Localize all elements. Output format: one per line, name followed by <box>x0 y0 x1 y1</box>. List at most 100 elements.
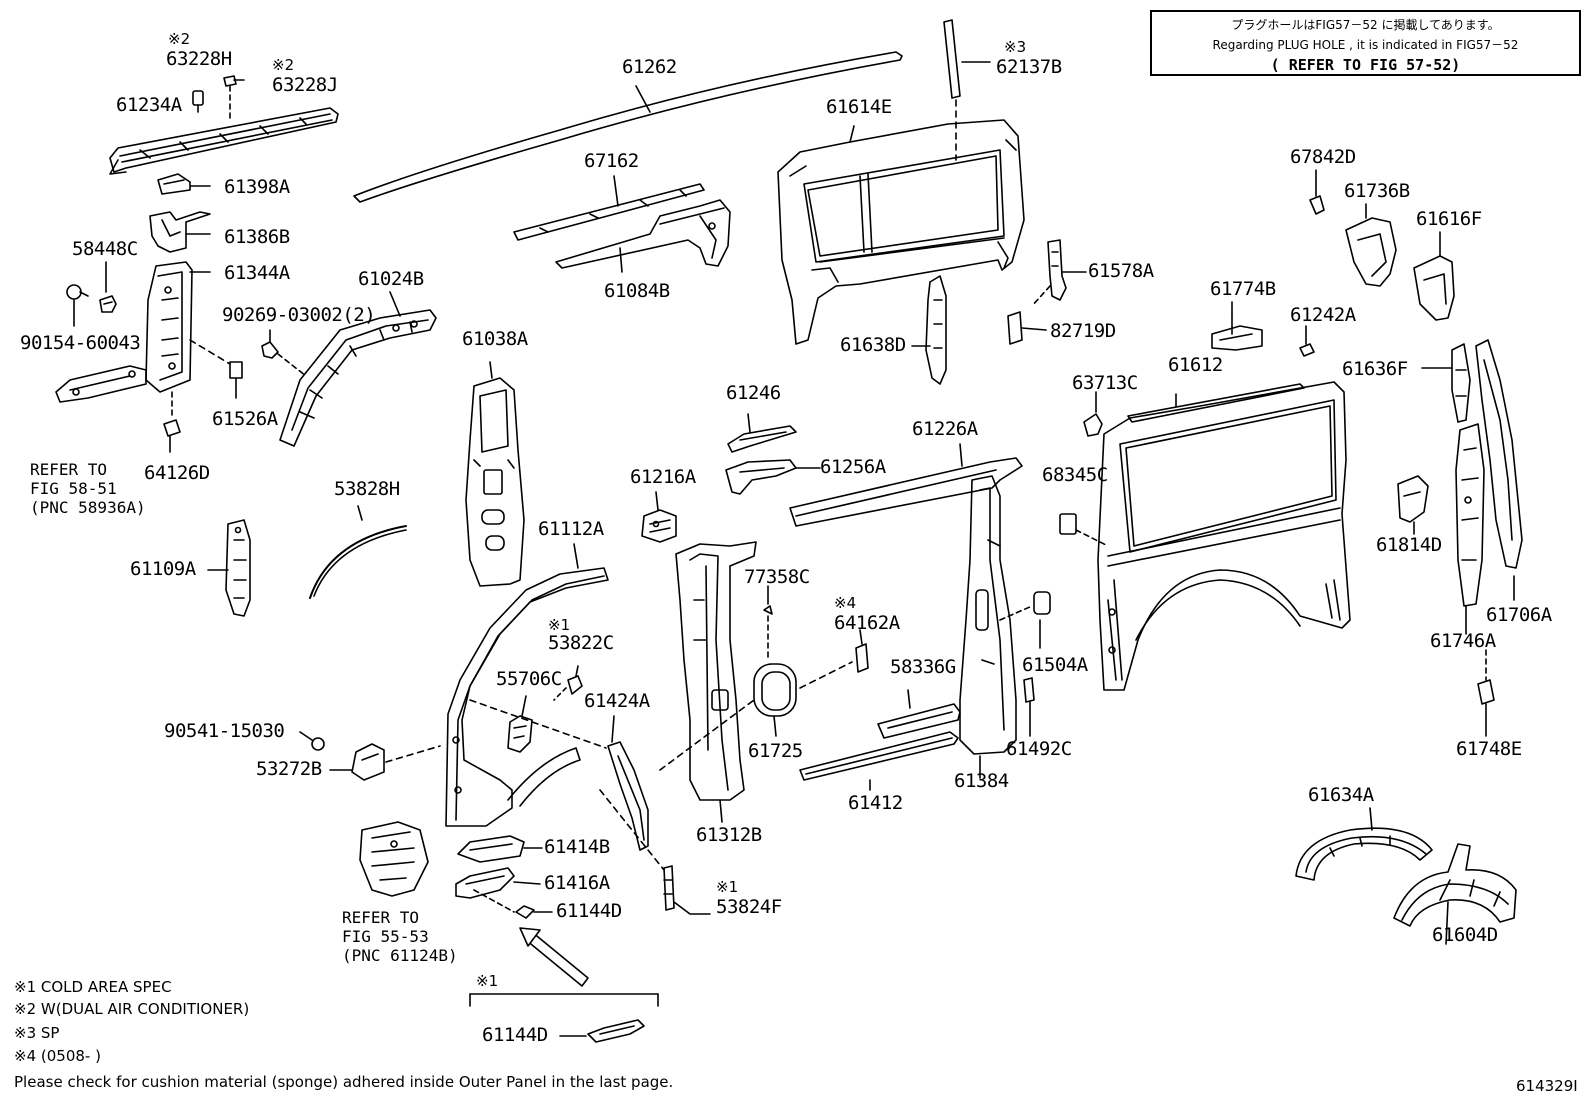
note-mark-3: ※3 <box>1004 38 1027 56</box>
part-63713C-drawing <box>1083 391 1103 437</box>
label-90541-15030: 90541-15030 <box>164 720 285 742</box>
part-53824F-drawing <box>599 789 711 915</box>
label-55706C: 55706C <box>496 668 562 690</box>
label-61638D: 61638D <box>840 334 906 356</box>
part-61636F-drawing <box>1421 343 1471 423</box>
part-64162A-drawing <box>855 629 869 673</box>
part-61526A-drawing <box>229 361 243 399</box>
label-61386B: 61386B <box>224 226 290 248</box>
refbox-line-1: プラグホールはFIG57－52 に掲載してあります。 <box>1231 18 1500 32</box>
note-mark-2: ※2 <box>168 30 191 48</box>
label-77358C: 77358C <box>744 566 810 588</box>
label-61412: 61412 <box>848 792 903 814</box>
label-62137B: 62137B <box>996 56 1062 78</box>
label-61246: 61246 <box>726 382 781 404</box>
part-68345C-drawing <box>1059 513 1109 547</box>
label-61504A: 61504A <box>1022 654 1088 676</box>
refer-fig-58-51-line-2: FIG 58-51 <box>30 479 117 498</box>
label-61612: 61612 <box>1168 354 1223 376</box>
leader-61725 <box>659 699 755 771</box>
part-90269-drawing <box>261 329 307 377</box>
part-61414B-drawing <box>457 835 543 863</box>
label-61344A: 61344A <box>224 262 290 284</box>
label-61226A: 61226A <box>912 418 978 440</box>
label-61616F: 61616F <box>1416 208 1482 230</box>
part-61774B-drawing <box>1211 301 1263 351</box>
label-61112A: 61112A <box>538 518 604 540</box>
part-61038A-drawing <box>465 361 525 587</box>
label-82719D: 82719D <box>1050 320 1116 342</box>
label-58336G: 58336G <box>890 656 956 678</box>
label-67162: 67162 <box>584 150 639 172</box>
part-61412-drawing <box>799 731 959 791</box>
label-53822C: 53822C <box>548 632 614 654</box>
part-61748E-drawing <box>1477 649 1495 737</box>
part-61638D-drawing <box>911 275 947 385</box>
part-62137B-drawing <box>943 19 991 161</box>
part-53822C-drawing <box>553 665 583 701</box>
label-61384: 61384 <box>954 770 1009 792</box>
label-61144D: 61144D <box>556 900 622 922</box>
part-61344A-drawing <box>145 261 231 419</box>
label-61084B: 61084B <box>604 280 670 302</box>
label-63713C: 63713C <box>1072 372 1138 394</box>
label-61748E: 61748E <box>1456 738 1522 760</box>
part-61384-drawing <box>959 475 1017 779</box>
legend-note-1: ※1 COLD AREA SPEC <box>14 978 172 996</box>
part-61144D-drawing-a <box>473 889 553 919</box>
refer-fig-58-51-line-3: (PNC 58936A) <box>30 498 146 517</box>
note-mark-4: ※4 <box>834 594 857 612</box>
part-61616F-drawing <box>1413 231 1455 321</box>
legend-note-2: ※2 W(DUAL AIR CONDITIONER) <box>14 1000 250 1018</box>
label-64162A: 64162A <box>834 612 900 634</box>
part-61124B-drawing <box>359 821 429 897</box>
label-90154-60043: 90154-60043 <box>20 332 141 354</box>
label-61242A: 61242A <box>1290 304 1356 326</box>
part-61736B-drawing <box>1345 203 1397 287</box>
part-61814D-drawing <box>1397 475 1429 535</box>
refer-fig-55-53-line-3: (PNC 61124B) <box>342 946 458 965</box>
part-61725-drawing <box>753 663 797 737</box>
part-53828H-drawing <box>309 505 407 599</box>
part-61604D-drawing <box>1393 843 1517 945</box>
part-58936A-drawing <box>55 365 147 403</box>
label-53824F: 53824F <box>716 896 782 918</box>
part-61234A-drawing <box>109 107 339 175</box>
part-82719D-drawing <box>1007 311 1047 345</box>
refbox-line-2: Regarding PLUG HOLE , it is indicated in… <box>1212 38 1519 52</box>
part-90541-drawing <box>299 731 325 751</box>
label-61234A: 61234A <box>116 94 182 116</box>
part-61262-drawing <box>353 51 903 203</box>
label-61814D: 61814D <box>1376 534 1442 556</box>
label-53828H: 53828H <box>334 478 400 500</box>
label-61416A: 61416A <box>544 872 610 894</box>
part-61634A-drawing <box>1295 807 1433 881</box>
leader-64162A <box>799 661 853 689</box>
refbox-line-3: ( REFER TO FIG 57-52) <box>1270 56 1461 74</box>
label-61725: 61725 <box>748 740 803 762</box>
label-61038A: 61038A <box>462 328 528 350</box>
legend-note-4: ※4 (0508- ) <box>14 1047 101 1065</box>
label-61216A: 61216A <box>630 466 696 488</box>
part-61112A-drawing <box>445 543 609 827</box>
part-61416A-drawing <box>455 867 541 899</box>
label-63228J: 63228J <box>272 74 338 96</box>
label-53272B: 53272B <box>256 758 322 780</box>
label-64126D: 64126D <box>144 462 210 484</box>
note-mark-2b: ※2 <box>272 56 295 74</box>
part-61312B-drawing <box>675 541 757 823</box>
part-61256A-drawing <box>725 459 821 495</box>
label-61774B: 61774B <box>1210 278 1276 300</box>
label-63228H: 63228H <box>166 48 232 70</box>
label-61526A: 61526A <box>212 408 278 430</box>
label-90269-03002: 90269-03002(2) <box>222 304 376 326</box>
part-55706C-drawing <box>507 695 533 753</box>
part-61706A-drawing <box>1475 339 1523 601</box>
label-61024B: 61024B <box>358 268 424 290</box>
label-61492C: 61492C <box>1006 738 1072 760</box>
label-61746A: 61746A <box>1430 630 1496 652</box>
part-61246-drawing <box>727 413 797 453</box>
part-61386B-drawing <box>149 211 211 253</box>
